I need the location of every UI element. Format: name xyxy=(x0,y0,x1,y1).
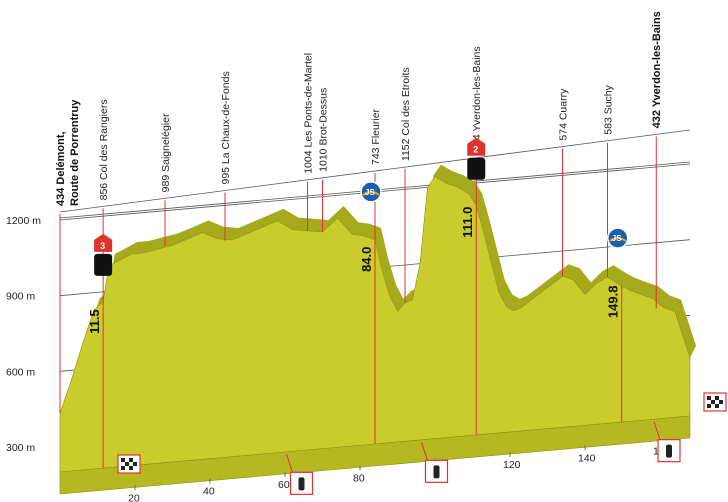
climb-category-label-1: 2 xyxy=(473,145,478,155)
start-flag-checkered-flag-icon-cell xyxy=(125,462,129,466)
sponsor-logo-icon-0 xyxy=(94,253,113,276)
place-label-7: 1152 Col des Etroits xyxy=(400,67,412,161)
y-tick-label-600: 600 m xyxy=(6,366,35,378)
place-label-8: 434 Yverdon-les-Bains xyxy=(471,46,483,151)
water-bottle-icon-glyph xyxy=(298,477,305,491)
km-marker-label-3: 149.8 xyxy=(606,286,621,319)
service-leader-2 xyxy=(653,421,661,440)
service-leader-1 xyxy=(421,442,428,461)
km-marker-label-0: 11.5 xyxy=(87,309,102,334)
place-label-3: 995 La Chaux-de-Fonds xyxy=(220,71,232,184)
finish-flag-checkered-flag-icon-cell xyxy=(707,396,711,400)
start-flag-checkered-flag-icon-cell xyxy=(129,466,133,470)
x-tick-label-60: 60 xyxy=(278,479,290,491)
sprint-badge-swoosh-0 xyxy=(362,190,380,196)
profile-top-face xyxy=(60,164,696,414)
start-flag-checkered-flag-icon-cell xyxy=(133,462,137,466)
sponsor-logo-icon-1 xyxy=(467,157,486,180)
x-tick-label-140: 140 xyxy=(578,452,596,464)
x-tick-label-20: 20 xyxy=(128,492,140,502)
sprint-badge-label-0: JS xyxy=(365,188,375,197)
place-label-9: 574 Cuarry xyxy=(558,88,570,141)
place-label-1: 856 Col des Rangiers xyxy=(98,99,110,200)
place-label-5: 1010 Brot-Dessus xyxy=(318,88,330,172)
km-marker-label-2: 111.0 xyxy=(460,207,475,238)
waste-zone-icon-glyph xyxy=(666,444,672,458)
finish-flag-checkered-flag-icon-cell xyxy=(715,396,719,400)
x-tick-label-120: 120 xyxy=(503,459,521,471)
service-leader-0 xyxy=(286,454,293,473)
sprint-badge-label-1: JS xyxy=(612,234,622,243)
rail-line-2 xyxy=(59,129,691,213)
x-tick-label-80: 80 xyxy=(353,472,365,484)
y-tick-label-300: 300 m xyxy=(6,442,35,454)
start-flag-checkered-flag-icon-cell xyxy=(121,458,125,462)
feed-zone-icon-glyph xyxy=(433,465,440,479)
finish-flag-checkered-flag-icon-cell xyxy=(719,400,723,404)
finish-flag-checkered-flag-icon-cell xyxy=(707,404,711,408)
y-tick-label-1200: 1200 m xyxy=(6,215,41,227)
profile-base-strip xyxy=(59,415,691,495)
x-tick-label-40: 40 xyxy=(203,486,215,498)
start-flag-checkered-flag-icon-cell xyxy=(129,458,133,462)
place-label-4: 1004 Les Ponts-de-Martel xyxy=(303,53,315,174)
finish-flag-checkered-flag-icon-cell xyxy=(711,400,715,404)
place-label-10: 583 Suchy xyxy=(603,84,615,134)
km-marker-label-1: 84.0 xyxy=(359,247,374,272)
climb-category-badge-0 xyxy=(94,233,113,252)
sprint-badge-swoosh-1 xyxy=(609,237,627,242)
finish-flag-checkered-flag-icon-cell xyxy=(715,404,719,408)
place-label-6: 743 Fleurier xyxy=(370,108,382,165)
start-flag-checkered-flag-icon-cell xyxy=(121,466,125,470)
climb-category-badge-1 xyxy=(467,137,486,156)
climb-category-label-0: 3 xyxy=(100,241,105,251)
place-label-0-line2: Route de Porrentruy xyxy=(69,99,81,206)
place-label-2: 989 Saignelégier xyxy=(160,113,172,192)
place-label-0: 434 Delémont, xyxy=(55,131,67,206)
place-label-11: 432 Yverdon-les-Bains xyxy=(651,11,663,128)
y-tick-label-900: 900 m xyxy=(6,291,35,303)
